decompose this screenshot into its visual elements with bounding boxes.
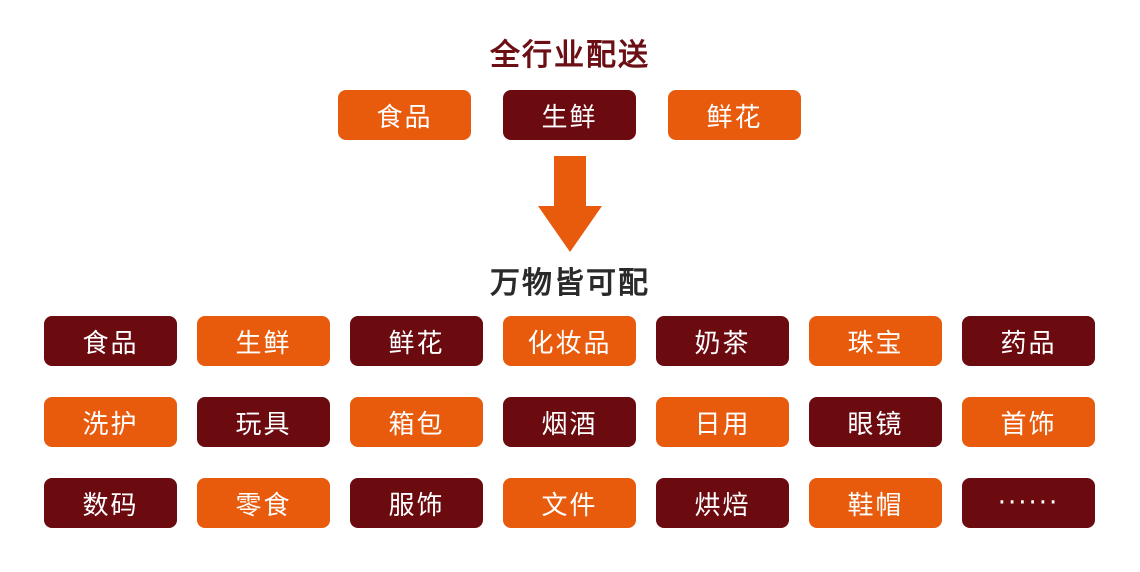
arrow-down-shape	[538, 156, 602, 252]
category-tag-r1-c4: 日用	[656, 397, 789, 447]
category-tag-r1-c1: 玩具	[197, 397, 330, 447]
category-tag-label: 鞋帽	[847, 490, 904, 521]
top-tag-2: 鲜花	[668, 90, 801, 140]
category-tag-label: 烘焙	[694, 490, 751, 521]
category-tag-label: 零食	[235, 490, 292, 521]
category-tag-label: 食品	[82, 328, 139, 359]
top-tag-1: 生鲜	[503, 90, 636, 140]
category-tag-r1-c2: 箱包	[350, 397, 483, 447]
category-tag-r2-c5: 鞋帽	[809, 478, 942, 528]
category-tag-r0-c2: 鲜花	[350, 316, 483, 366]
category-tag-r2-c3: 文件	[503, 478, 636, 528]
title-anything-deliverable: 万物皆可配	[490, 266, 650, 301]
category-tag-label: 首饰	[1000, 409, 1057, 440]
top-tag-1-label: 生鲜	[541, 102, 598, 133]
category-tag-label: 眼镜	[847, 409, 904, 440]
category-tag-label: 箱包	[388, 409, 445, 440]
category-tag-r0-c6: 药品	[962, 316, 1095, 366]
category-tag-label: 服饰	[388, 490, 445, 521]
category-tag-label: 药品	[1000, 328, 1057, 359]
category-tag-r2-c0: 数码	[44, 478, 177, 528]
category-tag-r2-c6: ······	[962, 478, 1095, 528]
category-tag-label: 化妆品	[527, 328, 612, 359]
category-tag-label: 文件	[541, 490, 598, 521]
category-tag-r0-c5: 珠宝	[809, 316, 942, 366]
category-tag-label: 洗护	[82, 409, 139, 440]
category-tag-r0-c1: 生鲜	[197, 316, 330, 366]
category-tag-r0-c0: 食品	[44, 316, 177, 366]
category-tag-r0-c3: 化妆品	[503, 316, 636, 366]
top-tag-0-label: 食品	[376, 102, 433, 133]
category-tag-label: 生鲜	[235, 328, 292, 359]
category-tag-r0-c4: 奶茶	[656, 316, 789, 366]
category-tag-r1-c5: 眼镜	[809, 397, 942, 447]
category-tag-label: 烟酒	[541, 409, 598, 440]
top-tag-0: 食品	[338, 90, 471, 140]
title-all-industry-delivery: 全行业配送	[490, 38, 650, 73]
category-tag-label: 鲜花	[388, 328, 445, 359]
category-tag-r1-c3: 烟酒	[503, 397, 636, 447]
top-tag-2-label: 鲜花	[706, 102, 763, 133]
category-tag-label: ······	[997, 488, 1060, 518]
category-tag-label: 玩具	[235, 409, 292, 440]
category-tag-label: 奶茶	[694, 328, 751, 359]
category-tag-r2-c4: 烘焙	[656, 478, 789, 528]
arrow-down-icon	[538, 156, 602, 252]
category-tag-label: 日用	[694, 409, 751, 440]
category-tag-label: 珠宝	[847, 328, 904, 359]
category-tag-r1-c6: 首饰	[962, 397, 1095, 447]
category-tag-r2-c1: 零食	[197, 478, 330, 528]
category-tag-r1-c0: 洗护	[44, 397, 177, 447]
category-tag-r2-c2: 服饰	[350, 478, 483, 528]
category-tag-label: 数码	[82, 490, 139, 521]
